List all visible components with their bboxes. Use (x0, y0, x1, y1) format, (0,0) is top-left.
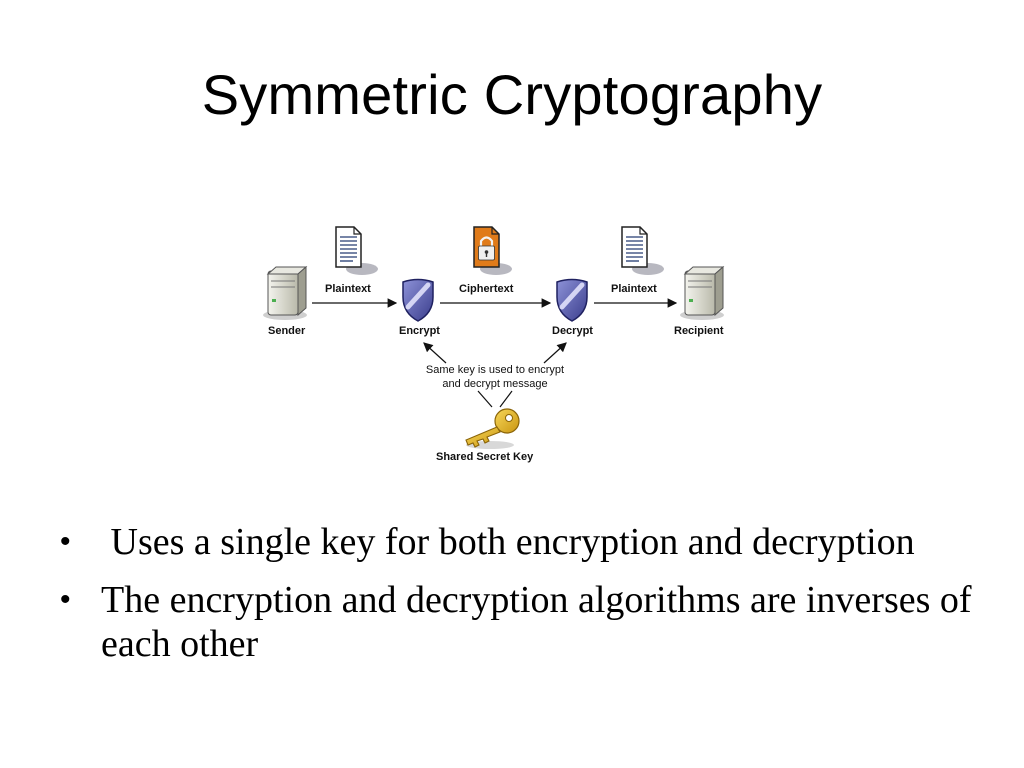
sender-server-icon (263, 265, 308, 320)
shared-key-label: Shared Secret Key (436, 451, 534, 463)
shared-key-icon (465, 408, 520, 449)
key-connector-right (499, 390, 513, 408)
bullet-item: • The encryption and decryption algorith… (60, 578, 980, 666)
bullet-item: • Uses a single key for both encryption … (60, 520, 980, 564)
slide-title: Symmetric Cryptography (201, 63, 823, 126)
node-label-recipient: Recipient (674, 325, 724, 337)
bullet-text: The encryption and decryption algorithms… (101, 579, 972, 665)
key-to-encrypt-arrow (423, 342, 447, 364)
node-label-decrypt: Decrypt (552, 325, 593, 337)
bullet-list: • Uses a single key for both encryption … (60, 520, 980, 680)
recipient-server-icon (680, 265, 725, 320)
node-label-encrypt: Encrypt (399, 325, 440, 337)
shared-key-note-line2: and decrypt message (442, 378, 548, 390)
decrypt-shield-icon (556, 278, 588, 322)
symmetric-crypto-diagram: Plaintext Ciphertext Plaintext Sender En… (250, 215, 750, 475)
shared-key-note-line1: Same key is used to encrypt (425, 364, 565, 376)
plaintext-document-icon (335, 226, 378, 275)
key-connector-left (477, 390, 493, 408)
diagram-graphics (263, 226, 725, 449)
ciphertext-locked-document-icon (473, 226, 512, 275)
bullet-symbol: • (60, 525, 71, 558)
node-label-sender: Sender (268, 325, 306, 337)
bullet-symbol: • (60, 583, 71, 616)
plaintext-document-icon (621, 226, 664, 275)
edge-label-ciphertext: Ciphertext (459, 283, 514, 295)
bullet-text: Uses a single key for both encryption an… (101, 521, 915, 563)
edge-label-plaintext-in: Plaintext (325, 283, 371, 295)
key-to-decrypt-arrow (543, 342, 567, 364)
encrypt-shield-icon (402, 278, 434, 322)
edge-label-plaintext-out: Plaintext (611, 283, 657, 295)
shared-key-note: Same key is used to encrypt and decrypt … (410, 363, 580, 391)
